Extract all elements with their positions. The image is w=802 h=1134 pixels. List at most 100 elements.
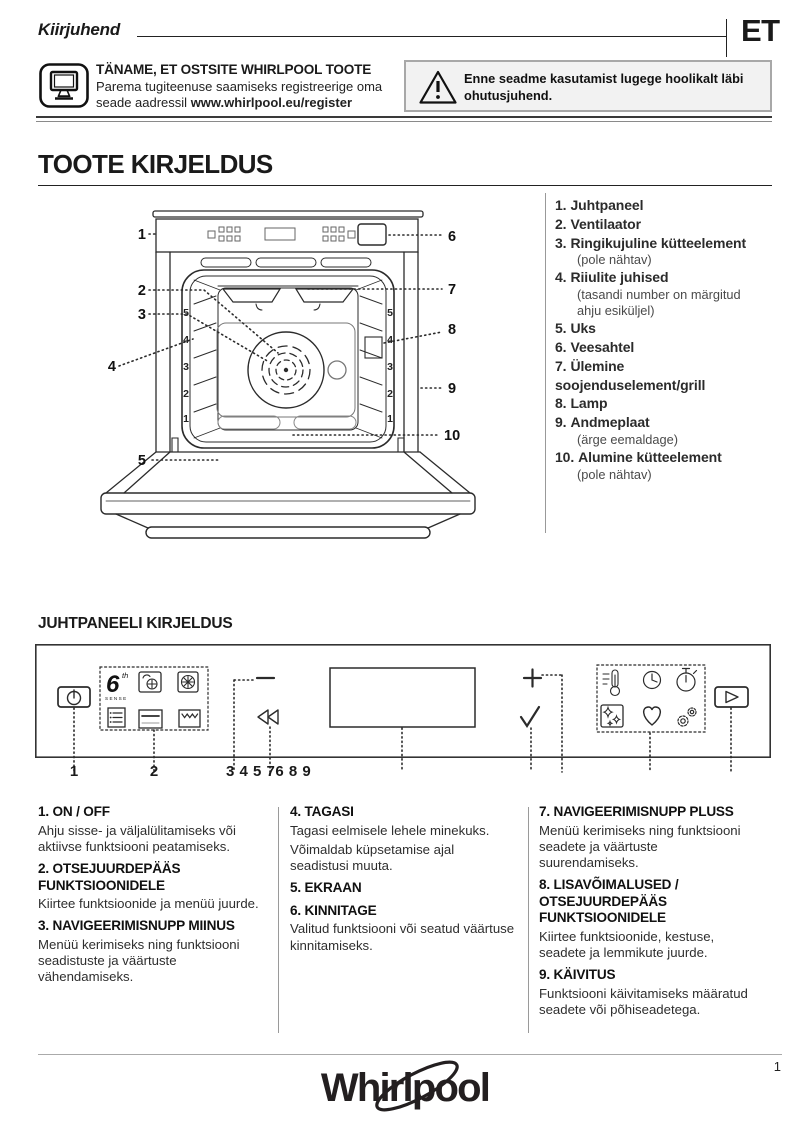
svg-text:9: 9: [448, 381, 456, 397]
svg-text:1: 1: [387, 413, 393, 425]
clean-sparkle-icon: [600, 704, 624, 728]
svg-text:4: 4: [108, 359, 116, 375]
button-desc-col-2: 4. TAGASI Tagasi eelmisele lehele mineku…: [290, 804, 516, 957]
oven-body-frame: [155, 251, 421, 453]
register-url[interactable]: www.whirlpool.eu/register: [190, 94, 353, 110]
options-group-outline: [596, 664, 706, 733]
svg-text:3: 3: [183, 361, 189, 373]
register-block: TÄNAME, ET OSTSITE WHIRLPOOL TOOTE Parem…: [96, 62, 396, 110]
item-num: 7.: [555, 357, 567, 374]
item-num: 10.: [555, 448, 575, 465]
fan-function-icon: [177, 671, 199, 693]
register-computer-icon: [39, 63, 89, 108]
sixth-sense-logo: 6 th SENSE: [105, 671, 128, 701]
item-note: (pole nähtav): [577, 252, 652, 268]
svg-text:6: 6: [106, 671, 120, 698]
item-num: 8.: [555, 395, 567, 412]
lamp: [364, 336, 383, 359]
item-label: Andmeplaat: [570, 414, 650, 431]
clock-icon: [642, 670, 662, 690]
register-line1: Parema tugiteenuse saamiseks registreeri…: [96, 79, 383, 94]
back-icon: [257, 709, 279, 725]
warning-line2: ohutusjuhend.: [464, 87, 553, 103]
oven-vents: [200, 257, 372, 268]
item-note: (pole nähtav): [577, 466, 652, 482]
register-heading: TÄNAME, ET OSTSITE WHIRLPOOL TOOTE: [96, 62, 372, 77]
panel-callout-2: 2: [149, 763, 159, 780]
svg-text:1: 1: [183, 413, 189, 425]
menu-list-icon: [107, 707, 126, 728]
svg-text:8: 8: [448, 322, 456, 338]
btn-body: Ahju sisse- ja väljalülitamiseks või akt…: [38, 822, 236, 854]
oven-diagram: 1 2 3 4 5 6 7 8 9 10 5 4 3 2 1 5 4 3 2 1: [100, 210, 476, 539]
callout-leaders: [118, 233, 443, 461]
item-num: 4.: [555, 269, 567, 286]
fan: [247, 331, 325, 409]
list-item: 10.Alumine kütteelement: [555, 448, 775, 467]
warning-text: Enne seadme kasutamist lugege hoolikalt …: [464, 71, 743, 104]
oven-strip-icons: [207, 226, 356, 242]
oven-cavity-inner: [189, 275, 387, 443]
whirlpool-logo: Whirlpool: [321, 1060, 491, 1112]
list-item: 1.Juhtpaneel: [555, 196, 775, 215]
item-label: Ventilaator: [570, 215, 641, 232]
doc-type-title: Kiirjuhend: [38, 20, 121, 39]
panel-callout-1: 1: [69, 763, 79, 780]
svg-text:SENSE: SENSE: [105, 696, 128, 701]
item-num: 5.: [555, 320, 567, 337]
btn-heading: 1. ON / OFF: [38, 804, 110, 819]
btn-body: Funktsiooni käivitamiseks määratud seade…: [539, 985, 748, 1018]
oven-cavity-back: [217, 287, 359, 431]
item-label: Uks: [570, 320, 596, 337]
btn-body: Menüü kerimiseks ning funktsiooni seadis…: [38, 936, 240, 985]
panel-callouts-3-9: 3 4 5 76 8 9: [226, 763, 312, 780]
section-divider-rule: [36, 116, 772, 122]
column-divider: [528, 807, 530, 1033]
product-list-divider: [545, 193, 547, 533]
btn-body: Menüü kerimiseks ning funktsiooni seadet…: [539, 822, 741, 871]
button-desc-col-1: 1. ON / OFF Ahju sisse- ja väljalülitami…: [38, 804, 266, 989]
register-line2-prefix: seade aadressil: [96, 94, 188, 110]
item-label: Veesahtel: [570, 338, 635, 355]
item-label: Alumine kütteelement: [578, 448, 722, 465]
panel-outline: [35, 644, 771, 759]
item-num: 2.: [555, 215, 567, 232]
svg-text:4: 4: [387, 334, 393, 346]
item-label: Ülemine soojenduselement/grill: [555, 357, 706, 393]
warning-line1: Enne seadme kasutamist lugege hoolikalt …: [464, 71, 744, 86]
item-num: 6.: [555, 338, 567, 355]
start-button-icon: [714, 686, 749, 708]
btn-heading: 8. LISAVÕIMALUSED / OTSEJUURDEPÄÄS FUNKT…: [539, 877, 679, 926]
footer-rule: [38, 1054, 782, 1055]
shelf-level-numbers: 5 4 3 2 1 5 4 3 2 1: [183, 307, 393, 425]
fan-side-light: [327, 360, 347, 380]
svg-text:5: 5: [138, 453, 146, 469]
temperature-icon: [602, 669, 621, 697]
language-code: ET: [741, 13, 780, 48]
svg-text:10: 10: [444, 428, 460, 444]
btn-body: Tagasi eelmisele lehele minekuks.: [290, 822, 490, 838]
svg-text:3: 3: [138, 307, 146, 323]
svg-text:2: 2: [138, 283, 146, 299]
list-item: 4.Riiulite juhised: [555, 268, 775, 287]
whirlpool-logo-text: Whirlpool: [321, 1066, 489, 1110]
water-drawer: [357, 223, 387, 246]
list-item: 3.Ringikujuline kütteelement: [555, 234, 775, 253]
door-hinges: [171, 437, 405, 453]
item-label: Riiulite juhised: [570, 269, 669, 286]
forced-air-icon: [138, 671, 162, 693]
item-note: (ärge eemaldage): [577, 431, 679, 447]
button-desc-col-3: 7. NAVIGEERIMISNUPP PLUSS Menüü kerimise…: [539, 804, 753, 1022]
btn-heading: 7. NAVIGEERIMISNUPP PLUSS: [539, 804, 734, 819]
svg-text:5: 5: [183, 307, 189, 319]
btn-body: Kiirtee funktsioonide ja menüü juurde.: [38, 896, 259, 912]
product-title-rule: [38, 185, 772, 186]
svg-text:3: 3: [387, 361, 393, 373]
btn-heading: 4. TAGASI: [290, 804, 354, 819]
svg-text:5: 5: [387, 307, 393, 319]
timer-icon: [676, 667, 698, 692]
svg-text:2: 2: [183, 388, 189, 400]
grill-function-icon: [178, 709, 201, 728]
list-item: 8.Lamp: [555, 394, 775, 413]
btn-heading: 3. NAVIGEERIMISNUPP MIINUS: [38, 918, 235, 934]
